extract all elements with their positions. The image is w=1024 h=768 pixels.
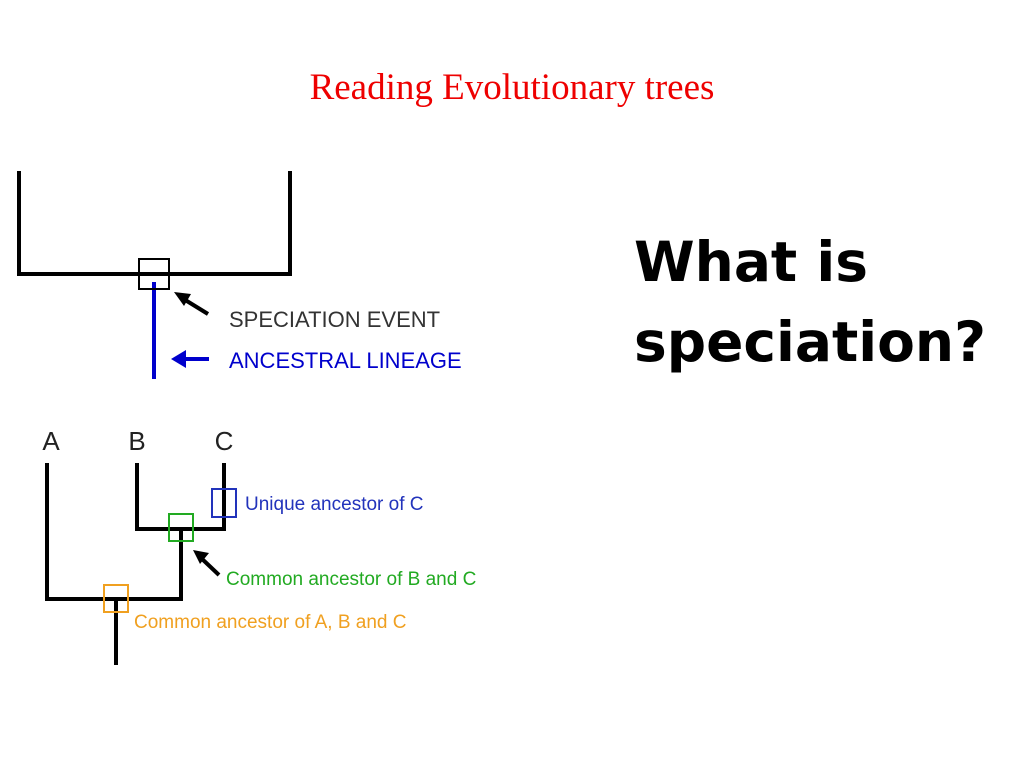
common-ancestor-bc-label: Common ancestor of B and C [226, 569, 476, 590]
taxon-b-label: B [128, 426, 145, 456]
unique-ancestor-c-label: Unique ancestor of C [245, 494, 424, 515]
taxon-a-label: A [42, 426, 60, 456]
speciation-event-label: SPECIATION EVENT [229, 307, 440, 332]
phylogenetic-tree: A B C Unique ancestor of C Common ancest… [42, 426, 476, 665]
unique-ancestor-c-box [211, 488, 237, 518]
lineage-arrow-icon [171, 350, 209, 368]
speciation-event-box [138, 258, 170, 290]
speciation-diagram: SPECIATION EVENT ANCESTRAL LINEAGE [17, 171, 462, 379]
question-line-1: What is [634, 230, 868, 294]
question-line-2: speciation? [634, 310, 986, 374]
common-ancestor-arrow-icon [193, 550, 221, 577]
speciation-question: What is speciation? [634, 222, 1014, 382]
slide-title: Reading Evolutionary trees [309, 67, 715, 108]
speciation-arrow-icon [174, 292, 210, 316]
taxon-c-label: C [215, 426, 234, 456]
common-ancestor-abc-box [103, 584, 129, 613]
common-ancestor-abc-label: Common ancestor of A, B and C [134, 612, 406, 633]
common-ancestor-bc-box [168, 513, 194, 542]
ancestral-lineage-label: ANCESTRAL LINEAGE [229, 348, 462, 373]
